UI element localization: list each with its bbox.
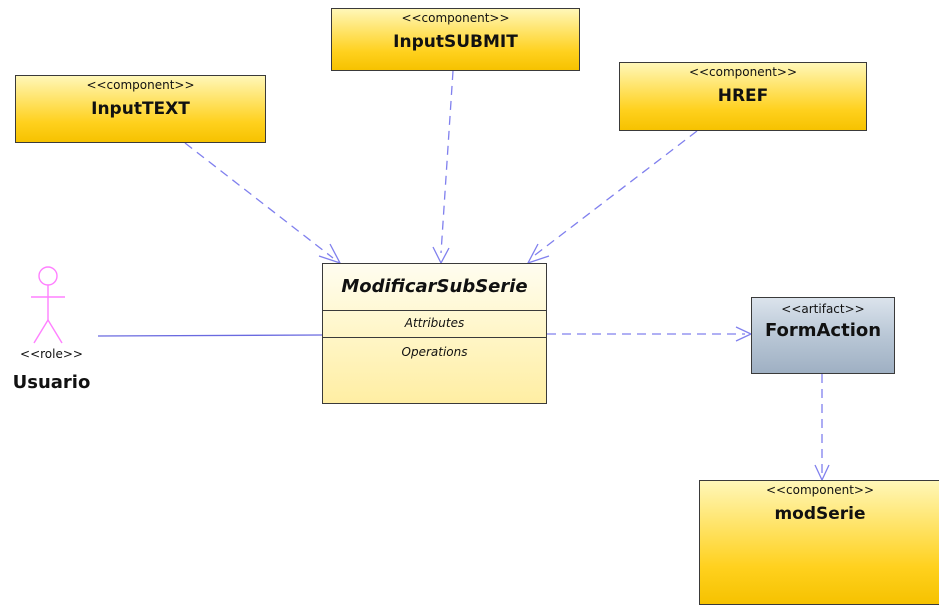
dependency-inputsubmit-to-class (432, 70, 454, 265)
component-href[interactable]: <<component>> HREF (619, 62, 867, 131)
component-stereotype: <<component>> (765, 483, 875, 497)
dependency-inputtext-to-class (184, 142, 342, 265)
component-modserie[interactable]: <<component>> modSerie (699, 480, 939, 605)
component-name: InputSUBMIT (393, 32, 518, 52)
dependency-class-to-formaction (547, 326, 753, 342)
component-name: modSerie (774, 504, 866, 524)
component-name: HREF (717, 86, 769, 106)
actor-name[interactable]: Usuario (12, 372, 91, 393)
artifact-formaction[interactable]: <<artifact>> FormAction (751, 297, 895, 374)
association-usuario-to-class (97, 334, 323, 337)
dependency-formaction-to-modserie (814, 374, 830, 482)
class-modificarsubserie[interactable]: ModificarSubSerie Attributes Operations (322, 263, 547, 404)
component-stereotype: <<component>> (401, 11, 510, 25)
component-stereotype: <<component>> (688, 65, 798, 79)
artifact-stereotype: <<artifact>> (781, 302, 865, 316)
component-name: InputTEXT (91, 99, 190, 119)
artifact-name: FormAction (764, 320, 882, 341)
component-stereotype: <<component>> (86, 78, 195, 92)
class-name: ModificarSubSerie (323, 264, 546, 311)
component-inputsubmit[interactable]: <<component>> InputSUBMIT (331, 8, 580, 71)
class-attributes-compartment: Attributes (323, 311, 546, 338)
class-operations-compartment: Operations (401, 345, 468, 359)
actor-stereotype: <<role>> (20, 347, 83, 361)
component-inputtext[interactable]: <<component>> InputTEXT (15, 75, 266, 143)
actor-icon (31, 266, 65, 344)
dependency-href-to-class (526, 130, 698, 265)
